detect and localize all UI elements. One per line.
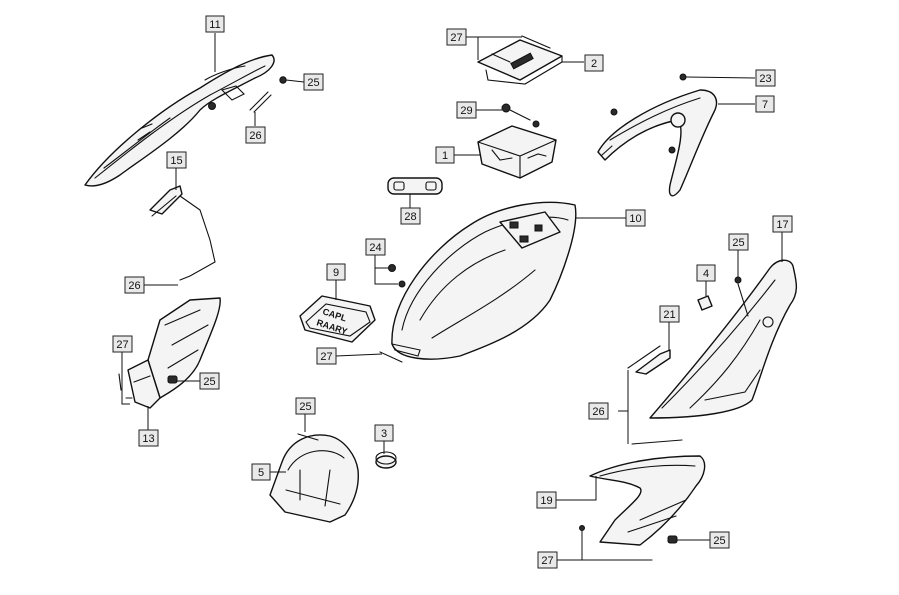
callout-3-text: 3 bbox=[381, 428, 387, 440]
callout-7: 7 bbox=[755, 95, 775, 113]
callout-25-d-text: 25 bbox=[299, 401, 311, 413]
part-9-access-cover: CAPL RAARY bbox=[299, 295, 376, 343]
part-25-bolt-d bbox=[167, 375, 178, 384]
callout-4-text: 4 bbox=[703, 268, 709, 280]
callout-10-text: 10 bbox=[629, 213, 641, 225]
callout-25-c: 25 bbox=[199, 372, 220, 390]
callout-2-text: 2 bbox=[591, 58, 597, 70]
part-26-trim-strip-c bbox=[631, 439, 683, 445]
callout-27-d-text: 27 bbox=[541, 555, 553, 567]
part-13-side-cover bbox=[127, 297, 221, 409]
callout-19: 19 bbox=[536, 491, 557, 509]
part-17-rear-side-panel-right bbox=[649, 259, 798, 419]
callout-15-text: 15 bbox=[170, 155, 182, 167]
callout-25-d: 25 bbox=[295, 397, 316, 415]
callout-26-a: 26 bbox=[245, 126, 266, 144]
callout-25-c-text: 25 bbox=[203, 376, 215, 388]
callout-24: 24 bbox=[365, 238, 386, 256]
callout-29: 29 bbox=[456, 101, 477, 119]
callout-27-b-text: 27 bbox=[320, 351, 332, 363]
callout-17: 17 bbox=[772, 215, 793, 233]
callout-28: 28 bbox=[400, 207, 421, 225]
callout-29-text: 29 bbox=[460, 105, 472, 117]
callout-24-text: 24 bbox=[369, 242, 381, 254]
callout-26-b-text: 26 bbox=[128, 280, 140, 292]
callout-27-c-text: 27 bbox=[116, 339, 128, 351]
part-25-bolt-c bbox=[297, 433, 319, 441]
callout-13: 13 bbox=[138, 429, 159, 447]
part-28-rubber-strap bbox=[387, 177, 443, 195]
callout-25-e-text: 25 bbox=[713, 535, 725, 547]
callout-3: 3 bbox=[374, 424, 394, 442]
callout-27-b: 27 bbox=[316, 347, 337, 365]
callout-5: 5 bbox=[251, 463, 271, 481]
callout-25-e: 25 bbox=[709, 531, 730, 549]
part-15-clip bbox=[149, 185, 183, 217]
part-26-cable-b bbox=[179, 195, 216, 281]
callout-5-text: 5 bbox=[258, 467, 264, 479]
part-10-storage-compartment bbox=[390, 201, 577, 360]
callout-26-c-text: 26 bbox=[592, 406, 604, 418]
callout-10: 10 bbox=[625, 209, 646, 227]
part-26-trim-strip-a bbox=[249, 91, 272, 113]
part-19-lower-side-cover bbox=[589, 455, 706, 546]
part-27-screw-c bbox=[118, 373, 133, 399]
callout-25-b-text: 25 bbox=[732, 237, 744, 249]
callout-9-text: 9 bbox=[333, 267, 339, 279]
callout-26-c: 26 bbox=[588, 402, 609, 420]
callout-23: 23 bbox=[755, 69, 776, 87]
callout-9: 9 bbox=[326, 263, 346, 281]
callout-17-text: 17 bbox=[776, 219, 788, 231]
leader-lines bbox=[121, 33, 783, 561]
part-11-rear-side-panel bbox=[84, 54, 275, 187]
part-25-bolt-e bbox=[667, 535, 678, 544]
part-24-screws bbox=[388, 264, 406, 288]
part-2-cover-plate bbox=[477, 39, 563, 85]
callout-25-a-text: 25 bbox=[307, 77, 319, 89]
callout-11-text: 11 bbox=[209, 19, 220, 31]
callout-23-text: 23 bbox=[759, 73, 771, 85]
callout-27-c: 27 bbox=[112, 335, 133, 353]
callout-1: 1 bbox=[435, 146, 455, 164]
callout-13-text: 13 bbox=[142, 433, 154, 445]
callout-1-text: 1 bbox=[442, 150, 448, 162]
callout-26-b: 26 bbox=[124, 276, 145, 294]
part-5-front-inner-cover bbox=[269, 434, 360, 523]
callout-19-text: 19 bbox=[540, 495, 552, 507]
part-29-bolt bbox=[501, 103, 540, 128]
callout-15: 15 bbox=[166, 151, 187, 169]
callout-21: 21 bbox=[659, 305, 680, 323]
callout-27-a-text: 27 bbox=[450, 32, 462, 44]
callout-11: 11 bbox=[205, 15, 225, 33]
callout-26-a-text: 26 bbox=[249, 130, 261, 142]
callout-27-d: 27 bbox=[537, 551, 558, 569]
callout-7-text: 7 bbox=[762, 99, 768, 111]
part-21-clip bbox=[627, 345, 671, 375]
callout-4: 4 bbox=[696, 264, 716, 282]
callout-27-a: 27 bbox=[446, 28, 467, 46]
part-1-battery-box bbox=[477, 125, 557, 179]
callout-25-b: 25 bbox=[728, 233, 749, 251]
part-25-bolt-a bbox=[279, 76, 287, 84]
part-25-bolt-b bbox=[734, 276, 749, 317]
part-27-screw-b bbox=[379, 351, 403, 363]
callout-25-a: 25 bbox=[303, 73, 324, 91]
callout-21-text: 21 bbox=[663, 309, 675, 321]
part-4-bracket bbox=[697, 295, 713, 311]
part-27-screws-a bbox=[491, 35, 551, 63]
callout-2: 2 bbox=[584, 54, 604, 72]
part-7-rear-carrier bbox=[597, 73, 718, 197]
callout-28-text: 28 bbox=[404, 211, 416, 223]
part-3-grommet bbox=[375, 451, 397, 469]
